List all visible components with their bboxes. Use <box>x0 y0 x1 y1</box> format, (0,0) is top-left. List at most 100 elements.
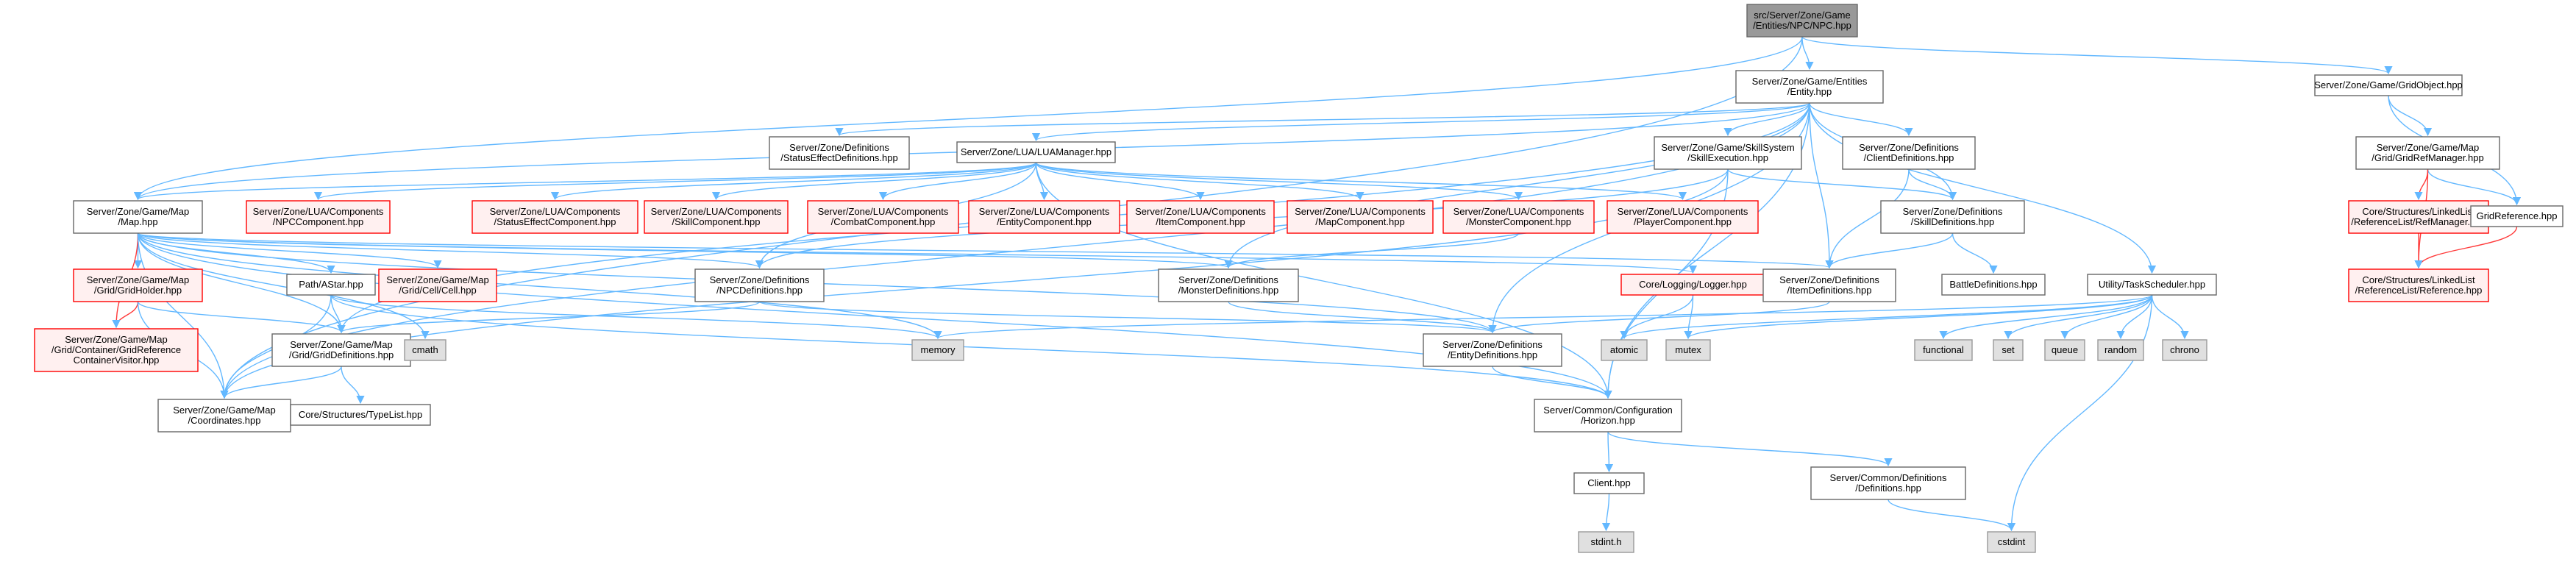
node-box <box>1735 70 1884 104</box>
node-random[interactable]: random <box>2097 339 2144 361</box>
node-playercomponent[interactable]: Server/Zone/LUA/Components/PlayerCompone… <box>1607 200 1759 234</box>
node-linkedreference[interactable]: Core/Structures/LinkedList/ReferenceList… <box>2348 268 2489 302</box>
node-label-line: /Entity.hpp <box>1787 86 1832 97</box>
node-combatcomponent[interactable]: Server/Zone/LUA/Components/CombatCompone… <box>807 200 959 234</box>
node-skillcomponent[interactable]: Server/Zone/LUA/Components/SkillComponen… <box>644 200 789 234</box>
node-box <box>1442 200 1595 234</box>
nodes-layer: src/Server/Zone/Game/Entities/NPC/NPC.hp… <box>34 4 2563 553</box>
edge-map-to-logger <box>137 232 1697 274</box>
node-client[interactable]: Client.hpp <box>1573 472 1645 494</box>
node-statuseffectcomponent[interactable]: Server/Zone/LUA/Components/StatusEffectC… <box>472 200 638 234</box>
node-label-line: Server/Zone/Definitions <box>1779 274 1879 285</box>
node-stdint[interactable]: stdint.h <box>1578 531 1634 553</box>
node-taskscheduler[interactable]: Utility/TaskScheduler.hpp <box>2087 274 2217 296</box>
node-itemcomponent[interactable]: Server/Zone/LUA/Components/ItemComponent… <box>1126 200 1275 234</box>
node-linkedrefmanager[interactable]: Core/Structures/LinkedList/ReferenceList… <box>2348 200 2489 234</box>
node-label-line: Server/Zone/Game/Map <box>173 405 275 416</box>
node-npccomponent[interactable]: Server/Zone/LUA/Components/NPCComponent.… <box>246 200 391 234</box>
node-label-line: Server/Zone/LUA/Components <box>651 206 782 217</box>
node-cstdint[interactable]: cstdint <box>1987 531 2036 553</box>
node-typelist[interactable]: Core/Structures/TypeList.hpp <box>290 404 431 426</box>
node-map[interactable]: Server/Zone/Game/Map/Map.hpp <box>73 200 203 234</box>
node-coordinates[interactable]: Server/Zone/Game/Map/Coordinates.hpp <box>157 399 291 433</box>
node-gridobject[interactable]: Server/Zone/Game/GridObject.hpp <box>2314 74 2463 96</box>
node-mapcomponent[interactable]: Server/Zone/LUA/Components/MapComponent.… <box>1287 200 1434 234</box>
node-box <box>73 200 203 234</box>
edge-itemdefs-to-entitydefs <box>1488 301 1830 334</box>
node-gridcontainervisitor[interactable]: Server/Zone/Game/Map/Grid/Container/Grid… <box>34 328 199 372</box>
node-entitydefs[interactable]: Server/Zone/Definitions/EntityDefinition… <box>1423 333 1562 367</box>
node-gridreference[interactable]: GridReference.hpp <box>2470 205 2563 227</box>
node-monstercomponent[interactable]: Server/Zone/LUA/Components/MonsterCompon… <box>1442 200 1595 234</box>
edge-npc-to-map <box>134 36 1803 201</box>
node-gridcell[interactable]: Server/Zone/Game/Map/Grid/Cell/Cell.hpp <box>378 268 497 302</box>
edge-skillexecution-to-skilldefs <box>1727 168 1957 201</box>
node-logger[interactable]: Core/Logging/Logger.hpp <box>1620 274 1765 296</box>
node-box <box>2162 339 2207 361</box>
node-label-line: ContainerVisitor.hpp <box>74 355 160 366</box>
node-label-line: /Coordinates.hpp <box>188 415 260 426</box>
node-box <box>2087 274 2217 296</box>
node-functional[interactable]: functional <box>1914 339 1973 361</box>
edge-taskscheduler-to-functional <box>1939 294 2153 340</box>
edge-map-to-itemdefs <box>137 232 1833 269</box>
node-label-line: Server/Zone/LUA/Components <box>818 206 949 217</box>
node-label-line: /SkillExecution.hpp <box>1687 152 1768 163</box>
edge-monsterdefs-to-entitydefs <box>1228 301 1497 334</box>
node-atomic[interactable]: atomic <box>1601 339 1648 361</box>
node-itemdefs[interactable]: Server/Zone/Definitions/ItemDefinitions.… <box>1762 268 1896 302</box>
node-horizon[interactable]: Server/Common/Configuration/Horizon.hpp <box>1534 399 1682 433</box>
node-box <box>1620 274 1765 296</box>
node-gridrefmanager[interactable]: Server/Zone/Game/Map/Grid/GridRefManager… <box>2355 136 2500 170</box>
node-entity[interactable]: Server/Zone/Game/Entities/Entity.hpp <box>1735 70 1884 104</box>
node-label-line: Utility/TaskScheduler.hpp <box>2099 279 2205 290</box>
node-npc[interactable]: src/Server/Zone/Game/Entities/NPC/NPC.hp… <box>1746 4 1858 38</box>
node-box <box>472 200 638 234</box>
node-skillexecution[interactable]: Server/Zone/Game/SkillSystem/SkillExecut… <box>1654 136 1802 170</box>
node-label-line: Server/Zone/Definitions <box>1903 206 2003 217</box>
node-npcdefs[interactable]: Server/Zone/Definitions/NPCDefinitions.h… <box>694 268 825 302</box>
node-box <box>1842 136 1976 170</box>
node-monsterdefs[interactable]: Server/Zone/Definitions/MonsterDefinitio… <box>1158 268 1299 302</box>
edge-taskscheduler-to-set <box>2004 294 2153 340</box>
edge-clientdefs-to-itemdefs <box>1825 168 1910 269</box>
node-set[interactable]: set <box>1993 339 2024 361</box>
node-mutex[interactable]: mutex <box>1665 339 1711 361</box>
edge-client-to-stdint <box>1601 493 1611 532</box>
edge-luamanager-to-combatcomponent <box>878 162 1037 201</box>
node-label-line: Server/Zone/Definitions <box>1859 142 1959 153</box>
node-label-line: Server/Zone/Game/Map <box>290 339 392 350</box>
node-queue[interactable]: queue <box>2044 339 2085 361</box>
node-box <box>1987 531 2036 553</box>
node-statuseffectdefs[interactable]: Server/Zone/Definitions/StatusEffectDefi… <box>769 136 910 170</box>
node-box <box>2348 200 2489 234</box>
node-skilldefs[interactable]: Server/Zone/Definitions/SkillDefinitions… <box>1880 200 2025 234</box>
node-clientdefs[interactable]: Server/Zone/Definitions/ClientDefinition… <box>1842 136 1976 170</box>
node-label-line: /SkillComponent.hpp <box>672 216 761 227</box>
node-pathastar[interactable]: Path/AStar.hpp <box>286 274 376 296</box>
edge-luamanager-to-skillcomponent <box>712 162 1037 201</box>
node-label-line: /ReferenceList/RefManager.hpp <box>2351 216 2486 227</box>
node-label-line: /ReferenceList/Reference.hpp <box>2355 285 2483 296</box>
node-chrono[interactable]: chrono <box>2162 339 2207 361</box>
node-memory[interactable]: memory <box>911 339 964 361</box>
node-gridholder[interactable]: Server/Zone/Game/Map/Grid/GridHolder.hpp <box>73 268 203 302</box>
node-battledefs[interactable]: BattleDefinitions.hpp <box>1941 274 2046 296</box>
node-label-line: Server/Zone/LUA/Components <box>979 206 1110 217</box>
node-box <box>1423 333 1562 367</box>
edge-map-to-cmath <box>137 232 430 340</box>
node-cmath[interactable]: cmath <box>404 339 446 361</box>
edge-taskscheduler-to-memory <box>933 294 2153 340</box>
node-label-line: atomic <box>1610 344 1639 355</box>
node-box <box>34 328 199 372</box>
node-label-line: Core/Structures/LinkedList <box>2362 206 2475 217</box>
edge-map-to-coordinates <box>137 232 229 399</box>
node-label-line: /CombatComponent.hpp <box>831 216 936 227</box>
edge-luamanager-to-playercomponent <box>1035 162 1687 201</box>
node-griddefs[interactable]: Server/Zone/Game/Map/Grid/GridDefinition… <box>271 333 411 367</box>
node-commondefs[interactable]: Server/Common/Definitions/Definitions.hp… <box>1810 466 1966 500</box>
edge-commondefs-to-cstdint <box>1887 499 2016 532</box>
node-entitycomponent[interactable]: Server/Zone/LUA/Components/EntityCompone… <box>968 200 1120 234</box>
node-luamanager[interactable]: Server/Zone/LUA/LUAManager.hpp <box>956 141 1116 163</box>
edge-luamanager-to-entitycomponent <box>1035 162 1049 201</box>
